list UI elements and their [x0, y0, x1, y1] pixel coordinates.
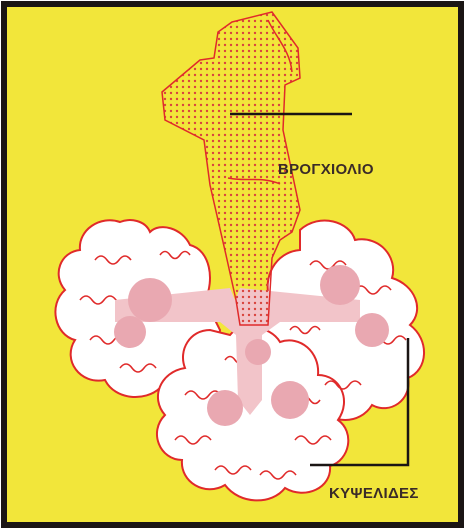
lobule-left: [128, 278, 172, 322]
lobule-mid-left: [114, 316, 146, 348]
lobule-right: [320, 265, 360, 305]
lobule-mid-right: [355, 313, 389, 347]
lobule-bottom-left: [207, 390, 243, 426]
lobule-bottom-right: [271, 381, 309, 419]
bronchiole-label: ΒΡΟΓΧΙΟΛΙΟ: [278, 161, 374, 178]
alveoli-label: ΚΥΨΕΛΙΔΕΣ: [329, 485, 419, 502]
lobule-center: [245, 339, 271, 365]
